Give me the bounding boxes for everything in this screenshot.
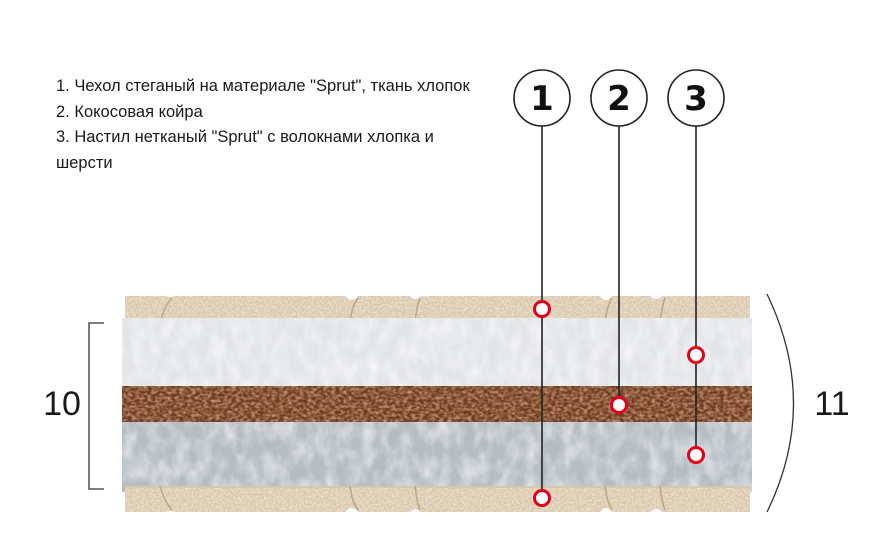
coir-layer <box>122 386 752 424</box>
legend-item-felt: 3. Настил нетканый "Sprut" с волокнами х… <box>56 128 434 172</box>
callout-1-number: 1 <box>530 79 554 119</box>
marker-felt-upper <box>687 346 705 364</box>
legend-item-coir: 2. Кокосовая койра <box>56 102 203 121</box>
core-height-bracket: 10 <box>43 322 104 490</box>
marker-coir <box>610 396 628 414</box>
legend-item-cover: 1. Чехол стеганый на материале "Sprut", … <box>56 77 470 95</box>
callout-3-number: 3 <box>684 79 708 119</box>
top-cover-layer <box>125 296 750 323</box>
upper-felt-layer <box>122 318 752 388</box>
callout-2: 2 <box>590 69 648 127</box>
core-height-label: 10 <box>43 385 81 423</box>
marker-cover-bottom <box>533 489 551 507</box>
callout-3: 3 <box>667 69 725 127</box>
layer-markers <box>533 300 705 507</box>
marker-felt-lower <box>687 446 705 464</box>
callout-2-number: 2 <box>607 79 631 119</box>
marker-cover-top <box>533 300 551 318</box>
layer-legend: 1. Чехол стеганый на материале "Sprut", … <box>56 74 486 176</box>
callout-1: 1 <box>513 69 571 127</box>
lower-felt-layer <box>122 422 752 492</box>
bottom-cover-layer <box>125 485 750 512</box>
total-height-arc: 11 <box>766 293 850 513</box>
total-height-label: 11 <box>814 385 849 423</box>
